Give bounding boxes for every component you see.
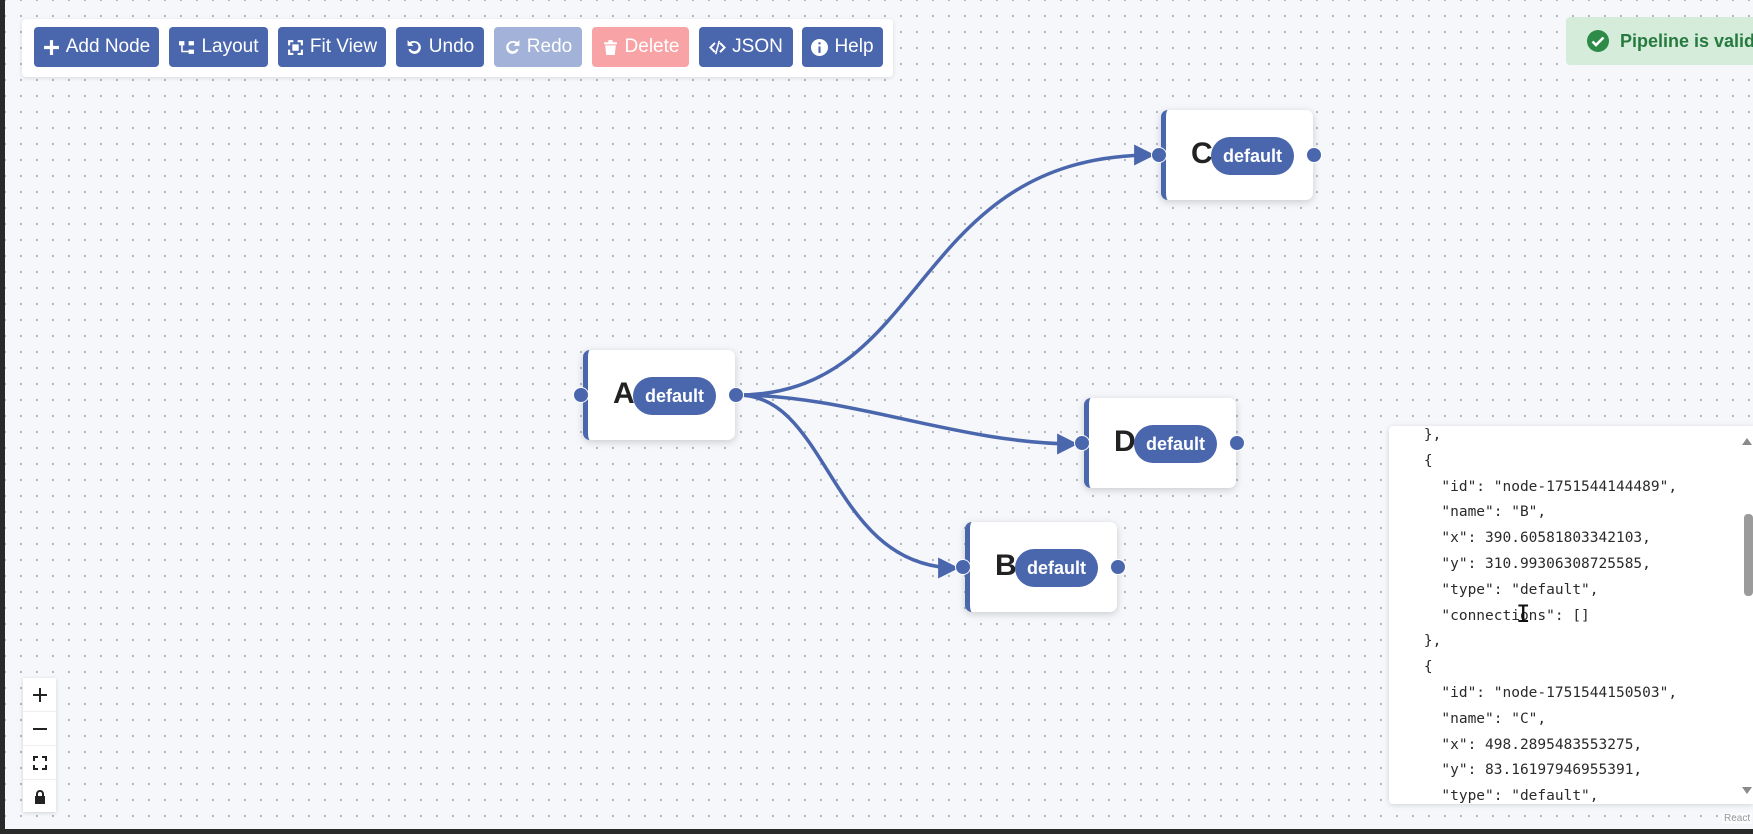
- input-handle[interactable]: [573, 387, 589, 403]
- node-a[interactable]: A default: [573, 350, 744, 440]
- json-line: "type": "default",: [1389, 788, 1599, 804]
- check-circle-icon: [1587, 30, 1609, 52]
- node-type-badge: default: [1015, 549, 1098, 587]
- edge-a-c[interactable]: [737, 144, 1156, 397]
- output-handle[interactable]: [728, 387, 744, 403]
- redo-icon: [505, 39, 520, 54]
- lock-button[interactable]: [23, 780, 56, 813]
- input-handle[interactable]: [1151, 147, 1167, 163]
- json-line: },: [1389, 427, 1442, 443]
- add-node-label: Add Node: [65, 36, 151, 57]
- edge-a-d[interactable]: [737, 393, 1079, 455]
- node-type-badge: default: [1211, 137, 1294, 175]
- json-line: {: [1389, 452, 1433, 469]
- json-line: {: [1389, 659, 1433, 676]
- json-button[interactable]: JSON: [699, 27, 793, 67]
- json-line: "connections": []: [1389, 607, 1590, 624]
- json-line: "y": 83.16197946955391,: [1389, 762, 1643, 779]
- fit-view-icon: [32, 755, 47, 770]
- lock-icon: [34, 789, 45, 804]
- delete-button[interactable]: Delete: [592, 27, 689, 67]
- redo-label: Redo: [526, 36, 573, 57]
- output-handle[interactable]: [1229, 435, 1245, 451]
- json-line: "x": 498.2895483553275,: [1389, 736, 1643, 753]
- json-scrollbar[interactable]: [1742, 426, 1753, 804]
- scroll-thumb[interactable]: [1744, 514, 1753, 596]
- add-node-button[interactable]: Add Node: [34, 27, 159, 67]
- fit-view-control-button[interactable]: [23, 746, 56, 780]
- node-name: A: [613, 377, 635, 410]
- json-line: },: [1389, 633, 1442, 650]
- undo-button[interactable]: Undo: [396, 27, 484, 67]
- node-name: B: [995, 549, 1017, 582]
- pipeline-status-text: Pipeline is valid: [1620, 30, 1753, 51]
- node-type-badge: default: [1134, 425, 1217, 463]
- node-b[interactable]: B default: [955, 522, 1126, 612]
- layout-tree-icon: [179, 40, 195, 54]
- undo-icon: [407, 39, 421, 54]
- node-name: C: [1191, 137, 1213, 170]
- fit-view-button[interactable]: Fit View: [278, 27, 386, 67]
- redo-button[interactable]: Redo: [494, 27, 582, 67]
- trash-icon: [603, 39, 617, 55]
- json-line: "id": "node-1751544144489",: [1389, 478, 1678, 495]
- node-d[interactable]: D default: [1074, 398, 1245, 488]
- node-name: D: [1114, 425, 1136, 458]
- delete-label: Delete: [624, 36, 680, 57]
- output-handle[interactable]: [1306, 147, 1322, 163]
- window-frame-bottom: [0, 829, 1753, 834]
- attribution-link[interactable]: React: [1722, 813, 1753, 824]
- zoom-out-button[interactable]: [23, 712, 56, 746]
- layout-button[interactable]: Layout: [169, 27, 268, 67]
- fit-view-label: Fit View: [309, 36, 378, 57]
- node-type-badge: default: [633, 377, 716, 415]
- plus-icon: [32, 687, 47, 702]
- text-cursor-icon: I: [1516, 600, 1531, 628]
- json-label: JSON: [732, 36, 783, 57]
- json-text[interactable]: }, { "id": "node-1751544144489", "name":…: [1389, 426, 1677, 804]
- json-line: "type": "default",: [1389, 581, 1599, 598]
- scroll-down-icon[interactable]: [1742, 787, 1752, 794]
- toolbar: Add Node Layout Fit View Undo Redo Delet…: [22, 19, 893, 77]
- plus-icon: [43, 39, 59, 55]
- json-line: "y": 310.99306308725585,: [1389, 555, 1651, 572]
- scroll-up-icon[interactable]: [1742, 438, 1752, 445]
- pipeline-status-badge: Pipeline is valid: [1566, 17, 1753, 65]
- window-frame-left: [0, 0, 5, 834]
- layout-label: Layout: [201, 36, 259, 57]
- json-panel[interactable]: }, { "id": "node-1751544144489", "name":…: [1389, 426, 1753, 804]
- edge-a-b[interactable]: [737, 393, 960, 579]
- help-button[interactable]: Help: [802, 27, 883, 67]
- node-c[interactable]: C default: [1151, 110, 1322, 200]
- undo-label: Undo: [428, 36, 475, 57]
- zoom-controls: [23, 678, 56, 812]
- info-icon: [811, 38, 829, 56]
- minus-icon: [32, 727, 47, 730]
- input-handle[interactable]: [955, 559, 971, 575]
- zoom-in-button[interactable]: [23, 678, 56, 712]
- code-icon: [709, 40, 727, 54]
- help-label: Help: [834, 36, 874, 57]
- input-handle[interactable]: [1074, 435, 1090, 451]
- json-line: "name": "C",: [1389, 710, 1547, 727]
- output-handle[interactable]: [1110, 559, 1126, 575]
- json-line: "id": "node-1751544150503",: [1389, 684, 1678, 701]
- json-line: "x": 390.60581803342103,: [1389, 530, 1651, 547]
- fit-view-icon: [287, 39, 303, 55]
- json-line: "name": "B",: [1389, 504, 1547, 521]
